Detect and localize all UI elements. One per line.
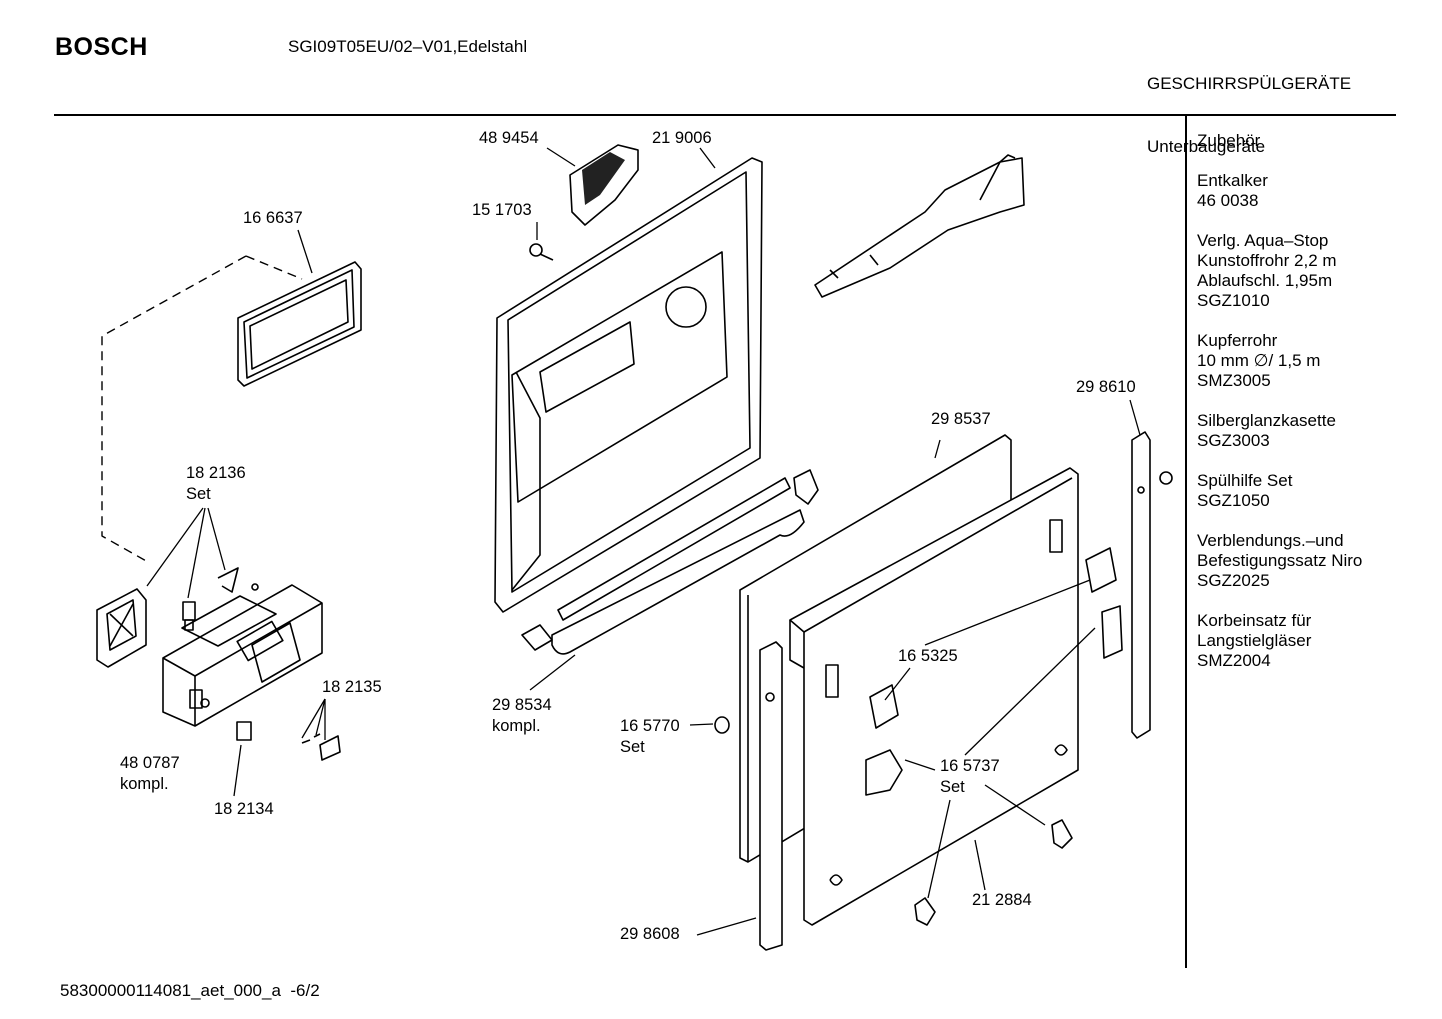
part-label: 48 0787 — [120, 754, 180, 772]
accessory-item: Entkalker 46 0038 — [1197, 171, 1268, 210]
outer-door — [789, 467, 1079, 926]
screw — [529, 243, 554, 261]
part-label: 29 8537 — [931, 410, 991, 428]
accessory-item: Spülhilfe Set SGZ1050 — [1197, 471, 1293, 510]
knob — [1159, 471, 1173, 485]
part-label-sub: Set — [186, 485, 211, 503]
part-label: 15 1703 — [472, 201, 532, 219]
accessory-item: Kupferrohr 10 mm ∅/ 1,5 m SMZ3005 — [1197, 331, 1321, 390]
bracket-165737 — [865, 605, 1123, 926]
footer: 58300000114081_aet_000_a -6/2 — [60, 981, 320, 1001]
knob-165770 — [714, 716, 730, 734]
hinge-clip — [793, 469, 819, 505]
part-label-sub: Set — [620, 738, 645, 756]
assembly-dashed-line — [245, 255, 303, 280]
accessory-item: Verblendungs.–und Befestigungssatz Niro … — [1197, 531, 1363, 590]
category-subtitle: Unterbaugeräte — [1147, 137, 1266, 156]
exploded-parts-diagram — [96, 144, 1173, 951]
part-label-sub: kompl. — [120, 775, 169, 793]
side-bracket — [96, 588, 147, 668]
clip-182134 — [236, 721, 252, 741]
cross-bracket — [814, 154, 1025, 298]
accessories-title: Zubehör — [1197, 131, 1261, 150]
control-panel-window — [237, 261, 362, 387]
accessory-item: Korbeinsatz für Langstielgläser SMZ2004 — [1197, 611, 1312, 670]
trim-strip-left — [759, 641, 783, 951]
part-label: 16 6637 — [243, 209, 303, 227]
part-label: 29 8610 — [1076, 378, 1136, 396]
accessory-item: Silberglanzkasette SGZ3003 — [1197, 411, 1336, 450]
category: GESCHIRRSPÜLGERÄTE Unterbaugeräte — [1147, 31, 1351, 178]
part-label: 29 8608 — [620, 925, 680, 943]
part-label: 16 5737 — [940, 757, 1000, 775]
part-label: 21 9006 — [652, 129, 712, 147]
brand-logo: BOSCH — [55, 33, 148, 61]
part-label: 29 8534 — [492, 696, 552, 714]
clip-182135 — [301, 733, 341, 761]
page-number: -6/2 — [290, 981, 320, 1000]
door-seal — [521, 477, 805, 655]
part-label: 18 2134 — [214, 800, 274, 818]
trim-strip-right — [1131, 431, 1151, 739]
small-clips — [182, 567, 259, 631]
door-handle — [569, 144, 639, 226]
part-label: 21 2884 — [972, 891, 1032, 909]
accessories-panel: Zubehör Entkalker 46 0038 Verlg. Aqua–St… — [1197, 131, 1427, 691]
assembly-dashed-line — [101, 255, 247, 563]
part-label: 16 5325 — [898, 647, 958, 665]
model-number: SGI09T05EU/02–V01,Edelstahl — [288, 37, 528, 56]
header-divider — [54, 114, 1396, 116]
part-label: 18 2136 — [186, 464, 246, 482]
part-label-sub: kompl. — [492, 717, 541, 735]
hinge-165325 — [869, 547, 1117, 729]
document-id: 58300000114081_aet_000_a — [60, 981, 281, 1000]
part-label: 48 9454 — [479, 129, 539, 147]
part-label-sub: Set — [940, 778, 965, 796]
accessory-item: Verlg. Aqua–Stop Kunstoffrohr 2,2 m Abla… — [1197, 231, 1337, 310]
inner-door — [494, 157, 763, 613]
category-title: GESCHIRRSPÜLGERÄTE — [1147, 74, 1352, 93]
part-label: 16 5770 — [620, 717, 680, 735]
leader-lines — [146, 147, 1141, 936]
part-label: 18 2135 — [322, 678, 382, 696]
control-module — [162, 584, 323, 727]
sidebar-divider — [1185, 116, 1187, 968]
